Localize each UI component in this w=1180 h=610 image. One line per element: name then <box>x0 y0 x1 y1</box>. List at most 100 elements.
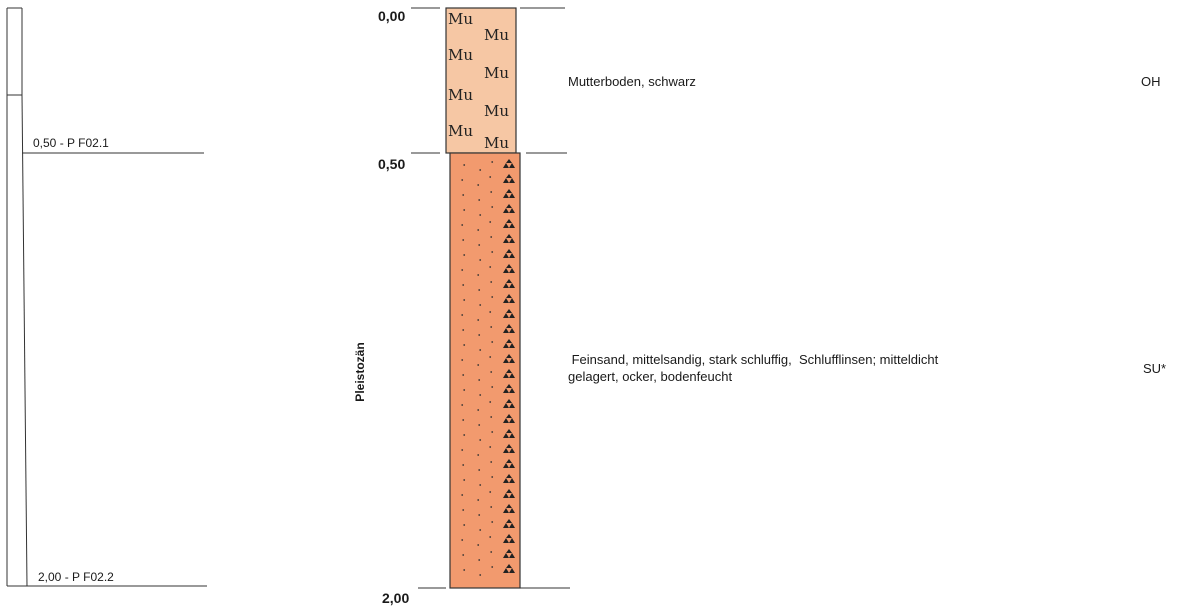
sand-dot <box>490 506 493 508</box>
sand-dot <box>490 416 493 418</box>
layer-2-code: SU* <box>1143 361 1167 376</box>
sand-symbol <box>503 159 515 168</box>
sand-dot <box>477 409 480 411</box>
sand-dot <box>463 389 466 391</box>
layer-2-description-line1: Feinsand, mittelsandig, stark schluffig,… <box>568 352 939 367</box>
sand-dot <box>461 179 464 181</box>
topsoil-symbol: Mu <box>484 102 509 120</box>
depth-label-top: 0,00 <box>378 8 406 24</box>
sand-dot <box>463 299 466 301</box>
sand-dot <box>489 311 492 313</box>
sand-dot <box>491 161 494 163</box>
sand-dot <box>461 224 464 226</box>
sand-dot <box>478 289 481 291</box>
sand-dot <box>491 521 494 523</box>
sand-dot <box>491 386 494 388</box>
sand-dot <box>490 191 493 193</box>
sand-symbol <box>503 519 515 528</box>
sand-dot <box>477 229 480 231</box>
sand-symbol <box>503 549 515 558</box>
sand-dot <box>462 329 465 331</box>
sand-dot <box>478 334 481 336</box>
sand-dot <box>491 431 494 433</box>
sand-dot <box>479 574 482 576</box>
sand-dot <box>489 446 492 448</box>
sand-dot <box>461 494 464 496</box>
sand-dot <box>491 296 494 298</box>
topsoil-symbol: Mu <box>448 10 473 28</box>
sand-dot <box>489 221 492 223</box>
sand-dot <box>463 434 466 436</box>
sand-dot <box>491 206 494 208</box>
sand-dot <box>461 359 464 361</box>
sand-dot <box>462 284 465 286</box>
sand-dot <box>478 469 481 471</box>
sand-dot <box>490 281 493 283</box>
sand-dot <box>479 214 482 216</box>
sand-symbol <box>503 174 515 183</box>
topsoil-symbol: Mu <box>448 122 473 140</box>
sand-symbol <box>503 294 515 303</box>
sand-symbol <box>503 564 515 573</box>
sand-symbol <box>503 204 515 213</box>
sand-dot <box>479 439 482 441</box>
sand-dot <box>462 374 465 376</box>
sand-dot <box>491 476 494 478</box>
depth-label-mid: 0,50 <box>378 156 406 172</box>
sand-dot <box>463 164 466 166</box>
sand-dot <box>477 364 480 366</box>
layer-2-description-line2: gelagert, ocker, bodenfeucht <box>568 369 733 384</box>
sand-dot <box>478 424 481 426</box>
sand-symbol <box>503 189 515 198</box>
sand-dot <box>478 559 481 561</box>
sand-symbol <box>503 444 515 453</box>
sand-dot <box>489 176 492 178</box>
sand-symbol <box>503 534 515 543</box>
topsoil-symbol: Mu <box>448 46 473 64</box>
sand-dot <box>489 536 492 538</box>
sand-dot <box>479 304 482 306</box>
sand-dot <box>490 236 493 238</box>
sand-dot <box>463 524 466 526</box>
layer-1-description: Mutterboden, schwarz <box>568 74 696 89</box>
sand-symbol <box>503 429 515 438</box>
sample-label-1: 0,50 - P F02.1 <box>33 136 109 150</box>
sand-dot <box>489 356 492 358</box>
sand-dot <box>477 274 480 276</box>
sand-dot <box>463 479 466 481</box>
topsoil-symbol: Mu <box>484 134 509 152</box>
sand-dot <box>490 326 493 328</box>
sand-dot <box>477 319 480 321</box>
sand-dot <box>461 449 464 451</box>
sand-dot <box>478 199 481 201</box>
sand-dot <box>462 419 465 421</box>
sand-dot <box>461 404 464 406</box>
sand-dot <box>463 344 466 346</box>
sample-label-2: 2,00 - P F02.2 <box>38 570 114 584</box>
sand-dot <box>489 401 492 403</box>
sand-dot <box>477 499 480 501</box>
topsoil-symbol: Mu <box>484 64 509 82</box>
sand-dot <box>490 551 493 553</box>
sand-symbol <box>503 339 515 348</box>
sand-dot <box>462 554 465 556</box>
sand-dot <box>462 509 465 511</box>
sand-symbol <box>503 474 515 483</box>
sand-dot <box>479 529 482 531</box>
sand-symbol <box>503 504 515 513</box>
sand-symbol <box>503 324 515 333</box>
sand-dot <box>477 454 480 456</box>
topsoil-symbol: Mu <box>484 26 509 44</box>
sand-symbol <box>503 354 515 363</box>
sand-dot <box>462 194 465 196</box>
sand-pattern <box>461 159 515 576</box>
depth-label-bottom: 2,00 <box>382 590 410 606</box>
sand-symbol <box>503 459 515 468</box>
layer-1-code: OH <box>1141 74 1161 89</box>
sand-dot <box>463 569 466 571</box>
sand-dot <box>491 251 494 253</box>
sample-column-right-edge-lower <box>21 94 28 587</box>
sand-dot <box>479 394 482 396</box>
sand-symbol <box>503 234 515 243</box>
